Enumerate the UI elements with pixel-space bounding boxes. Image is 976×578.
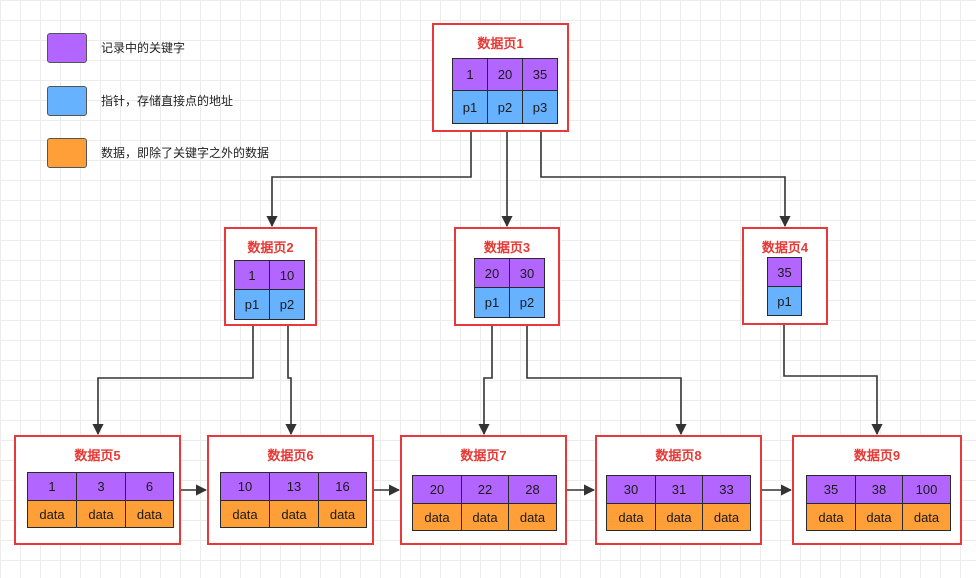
edge-page4-p1-to-page9 <box>783 316 883 436</box>
key-cell: 3 <box>76 472 126 501</box>
key-cell: 20 <box>474 258 510 288</box>
key-cell: 1 <box>27 472 77 501</box>
pointer-cell: p1 <box>767 286 802 316</box>
key-cell: 16 <box>318 472 367 501</box>
key-cell: 31 <box>655 475 703 504</box>
key-cell: 38 <box>855 475 903 504</box>
data-cell: data <box>606 503 656 531</box>
key-cell: 6 <box>125 472 174 501</box>
data-cell: data <box>508 503 557 531</box>
pointer-cell: p2 <box>487 90 523 124</box>
legend-key-label: 记录中的关键字 <box>101 41 186 55</box>
legend-data-swatch <box>47 138 87 168</box>
data-cell: data <box>76 500 126 528</box>
key-cell: 30 <box>509 258 545 288</box>
data-cell: data <box>318 500 367 528</box>
pointer-cell: p3 <box>522 90 558 124</box>
data-cell: data <box>855 503 903 531</box>
data-cell: data <box>655 503 703 531</box>
key-cell: 20 <box>487 58 523 91</box>
key-cell: 35 <box>767 257 802 287</box>
data-cell: data <box>220 500 270 528</box>
data-cell: data <box>806 503 856 531</box>
page-title: 数据页9 <box>853 448 901 463</box>
legend-data-label: 数据，即除了关键字之外的数据 <box>101 146 270 160</box>
page-title: 数据页2 <box>247 240 294 255</box>
page-title: 数据页3 <box>483 240 531 255</box>
page-title: 数据页5 <box>74 448 121 463</box>
data-cell: data <box>27 500 77 528</box>
pointer-cell: p2 <box>509 287 545 318</box>
data-cell: data <box>125 500 174 528</box>
data-cell: data <box>412 503 462 531</box>
key-cell: 35 <box>522 58 558 91</box>
data-cell: data <box>461 503 509 531</box>
key-cell: 22 <box>461 475 509 504</box>
edge-page3-p2-to-page8 <box>526 318 687 436</box>
key-cell: 100 <box>902 475 951 504</box>
data-cell: data <box>269 500 319 528</box>
key-cell: 35 <box>806 475 856 504</box>
edge-page3-p1-to-page7 <box>478 318 493 436</box>
pointer-cell: p1 <box>474 287 510 318</box>
page-title: 数据页1 <box>477 36 524 51</box>
pointer-cell: p2 <box>269 289 305 320</box>
edge-page1-p3-to-page4 <box>540 124 791 228</box>
key-cell: 28 <box>508 475 557 504</box>
page-title: 数据页6 <box>267 448 314 463</box>
pointer-cell: p1 <box>234 289 270 320</box>
key-cell: 33 <box>702 475 751 504</box>
key-cell: 1 <box>452 58 488 91</box>
pointer-cell: p1 <box>452 90 488 124</box>
edge-page1-p1-to-page2 <box>266 124 472 228</box>
key-cell: 1 <box>234 260 270 290</box>
key-cell: 20 <box>412 475 462 504</box>
page-title: 数据页8 <box>655 448 702 463</box>
data-cell: data <box>702 503 751 531</box>
page-title: 数据页7 <box>460 448 507 463</box>
legend-key-swatch <box>47 33 87 63</box>
page-title: 数据页4 <box>761 240 809 255</box>
data-cell: data <box>902 503 951 531</box>
key-cell: 10 <box>220 472 270 501</box>
edge-page2-p1-to-page5 <box>92 320 254 436</box>
key-cell: 13 <box>269 472 319 501</box>
legend-pointer-swatch <box>47 86 87 116</box>
key-cell: 30 <box>606 475 656 504</box>
key-cell: 10 <box>269 260 305 290</box>
legend-pointer-label: 指针，存储直接点的地址 <box>101 94 234 108</box>
edge-page2-p2-to-page6 <box>285 320 297 436</box>
